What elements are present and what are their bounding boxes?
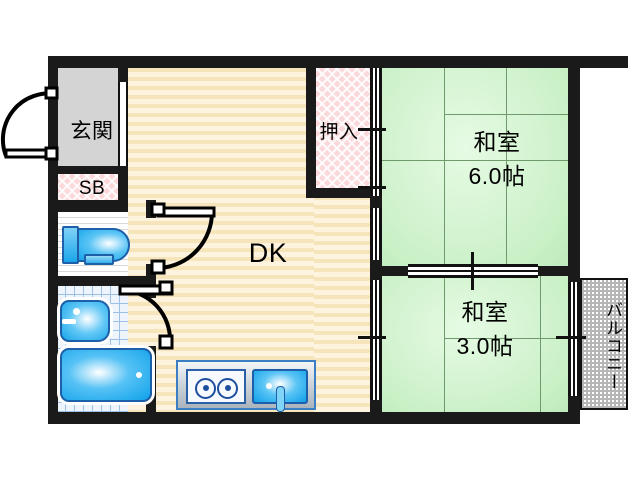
label-washitsu-6-name: 和室: [473, 129, 521, 155]
tatami-seam: [444, 274, 445, 412]
wall-genkan-top: [118, 56, 128, 82]
divider-fusuma-tick: [471, 252, 474, 290]
toilet-door[interactable]: [150, 202, 218, 276]
wall-genkan-bottom: [118, 166, 128, 212]
tatami-seam: [382, 160, 568, 161]
wall-washitsu-left-nib3: [370, 398, 382, 424]
label-shoe-box: SB: [78, 178, 106, 199]
label-washitsu-6-size: 6.0帖: [468, 163, 526, 189]
room-balcony: [580, 278, 628, 410]
room-washitsu-6: [382, 68, 568, 268]
tatami-seam: [540, 274, 541, 412]
shoji-tick: [358, 336, 386, 339]
kitchen-sink: [252, 369, 308, 412]
room-washitsu-3: [382, 274, 568, 412]
label-dk: DK: [248, 238, 288, 268]
room-closet: [314, 68, 370, 196]
toilet-fixture: [62, 226, 130, 265]
bathtub-fixture: [60, 348, 152, 402]
tatami-seam: [444, 338, 568, 339]
fusuma-tick: [358, 128, 386, 131]
label-washitsu-3-name: 和室: [461, 299, 509, 325]
dk-washitsu-shoji[interactable]: [370, 208, 382, 260]
balcony-sash-tick: [556, 336, 586, 339]
kitchen-counter: [176, 360, 316, 412]
tatami-seam: [444, 160, 445, 268]
wall-toilet-bath-divider: [48, 276, 156, 286]
wall-bottom: [48, 412, 580, 424]
fusuma-tick: [358, 186, 386, 189]
wall-room-divider-right: [536, 266, 580, 276]
room-genkan: [56, 68, 128, 178]
tatami-seam: [506, 160, 507, 268]
gas-stove: [186, 369, 246, 404]
wall-right-lower: [568, 396, 580, 424]
entrance-door[interactable]: [0, 84, 60, 168]
wall-washitsu-left-nib1: [370, 196, 382, 210]
label-washitsu-3-size: 3.0帖: [456, 333, 514, 359]
tatami-seam: [444, 114, 568, 115]
closet-fusuma[interactable]: [370, 68, 382, 196]
bath-door[interactable]: [114, 280, 176, 350]
washbasin-fixture: [60, 300, 110, 342]
label-genkan: 玄関: [70, 120, 114, 143]
wall-closet-left: [306, 56, 316, 196]
wall-room-divider-left: [370, 266, 410, 276]
wall-closet-bottom: [306, 188, 372, 198]
wall-right-upper: [568, 56, 580, 278]
genkan-entry-opening[interactable]: [118, 82, 128, 166]
label-balcony: バルコニー: [603, 301, 622, 391]
dk-washitsu-3-shoji[interactable]: [370, 280, 382, 400]
label-closet: 押入: [319, 122, 359, 143]
room-dk-extension: [314, 196, 370, 412]
wall-top: [48, 56, 628, 68]
wall-sb-bottom: [48, 200, 128, 212]
wall-sb-divider: [56, 166, 128, 174]
wall-left: [48, 56, 58, 424]
room-dk: [128, 68, 314, 412]
balcony-sash[interactable]: [568, 282, 580, 396]
